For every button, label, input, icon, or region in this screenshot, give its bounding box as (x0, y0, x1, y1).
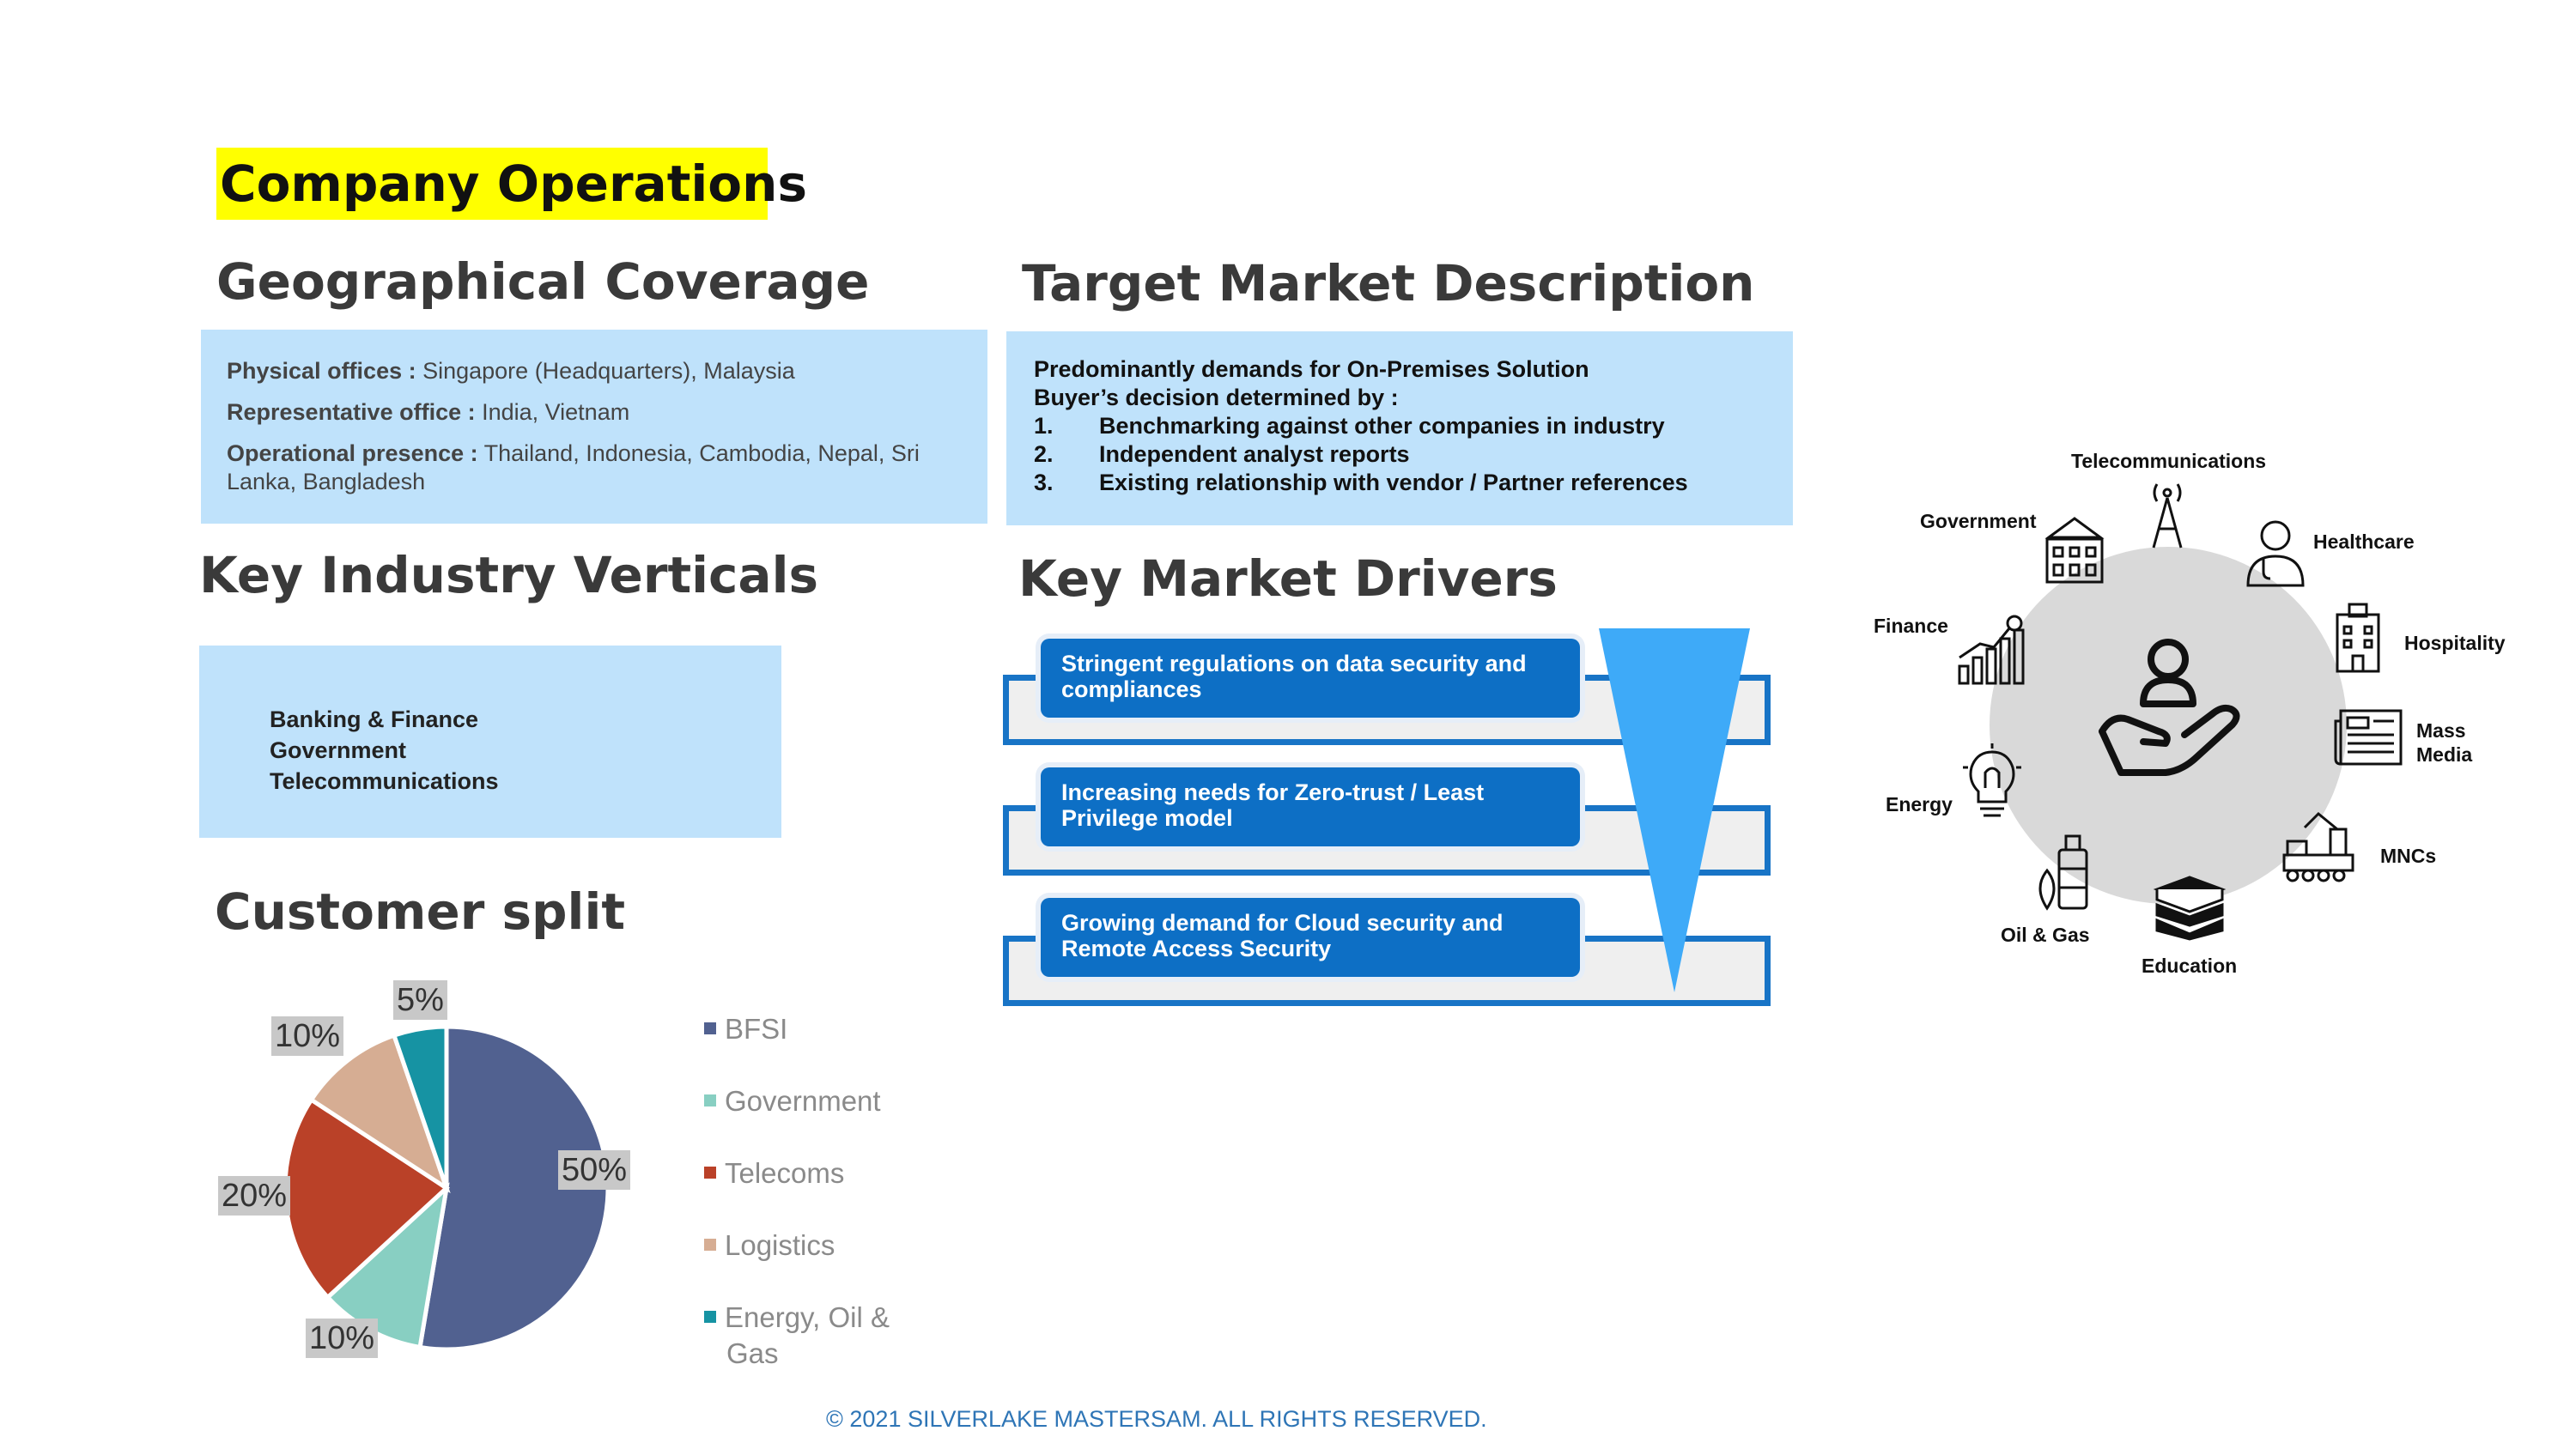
hospital-building-icon (2336, 603, 2380, 673)
target-item-2: 2.Independent analyst reports (1034, 441, 1410, 467)
target-item-1: 1.Benchmarking against other companies i… (1034, 413, 1665, 439)
telecom-tower-icon (2152, 483, 2183, 549)
ops-label: Operational presence : (227, 440, 478, 466)
rep-value: India, Vietnam (475, 399, 630, 425)
industry-energy: Energy (1886, 793, 1953, 815)
rep-label: Representative office : (227, 399, 476, 425)
industry-hospitality: Hospitality (2404, 632, 2506, 654)
target-box: Predominantly demands for On-Premises So… (1006, 331, 1793, 525)
verticals-heading: Key Industry Verticals (199, 546, 818, 604)
vertical-item-3: Telecommunications (270, 768, 499, 794)
drivers-heading: Key Market Drivers (1018, 549, 1558, 608)
newspaper-icon (2334, 709, 2403, 766)
finance-chart-icon (1958, 615, 2025, 685)
target-line-2: Buyer’s decision determined by : (1034, 385, 1399, 410)
pie-label-bfsi: 50% (558, 1150, 631, 1190)
industry-media: Media (2416, 743, 2473, 766)
industry-telecommunications: Telecommunications (2071, 450, 2267, 472)
industry-education: Education (2142, 955, 2238, 977)
industry-government: Government (1920, 510, 2037, 532)
pie-slice-bfsi (417, 1024, 611, 1352)
pie-label-government: 10% (306, 1319, 379, 1358)
title-highlight (216, 148, 768, 220)
legend-logistics: Logistics (704, 1228, 835, 1264)
funnel-triangle (1599, 628, 1750, 992)
legend-bfsi: BFSI (704, 1011, 787, 1047)
driver-item-2: Increasing needs for Zero-trust / Least … (1041, 767, 1580, 846)
customer-care-icon (2099, 639, 2240, 776)
legend-government: Government (704, 1083, 881, 1119)
lightbulb-icon (1963, 743, 2021, 817)
target-item-3: 3.Existing relationship with vendor / Pa… (1034, 470, 1688, 495)
footer-copyright: © 2021 SILVERLAKE MASTERSAM. ALL RIGHTS … (826, 1406, 1487, 1432)
vertical-item-1: Banking & Finance (270, 706, 479, 732)
driver-item-1: Stringent regulations on data security a… (1041, 639, 1580, 718)
legend-telecoms: Telecoms (704, 1155, 844, 1191)
pie-label-energy: 5% (393, 980, 447, 1020)
government-building-icon (2044, 517, 2105, 584)
legend-energy: Energy, Oil & Gas (704, 1300, 924, 1372)
ops-value: Thailand, Indonesia, Cambodia, Nepal, Sr… (227, 440, 920, 494)
industries-graphic (1990, 547, 2347, 904)
customer-split-heading: Customer split (215, 882, 626, 941)
industry-mass: Mass (2416, 719, 2466, 742)
geo-heading: Geographical Coverage (216, 252, 870, 311)
pie-label-telecoms: 20% (218, 1176, 291, 1216)
pie-chart (283, 1024, 611, 1352)
page-title: Company Operations (220, 155, 807, 213)
driver-item-3: Growing demand for Cloud security and Re… (1041, 898, 1580, 977)
vertical-item-2: Government (270, 737, 407, 763)
books-icon (2153, 876, 2227, 941)
oil-gas-icon (2038, 834, 2088, 911)
physical-value: Singapore (Headquarters), Malaysia (416, 358, 795, 384)
robot-arm-icon (2282, 811, 2354, 882)
pie-slice-logistics (308, 1033, 451, 1194)
industry-oil-gas: Oil & Gas (2001, 924, 2090, 946)
target-heading: Target Market Description (1022, 254, 1755, 312)
industry-mncs: MNCs (2380, 845, 2437, 867)
verticals-box: Banking & Finance Government Telecommuni… (199, 646, 781, 838)
physical-label: Physical offices : (227, 358, 416, 384)
industry-finance: Finance (1874, 615, 1948, 637)
pie-label-logistics: 10% (271, 1016, 344, 1056)
target-line-1: Predominantly demands for On-Premises So… (1034, 356, 1589, 382)
pie-slice-energy (391, 1024, 449, 1189)
industry-healthcare: Healthcare (2313, 530, 2415, 553)
geo-box: Physical offices : Singapore (Headquarte… (201, 330, 987, 524)
doctor-icon (2246, 520, 2305, 587)
